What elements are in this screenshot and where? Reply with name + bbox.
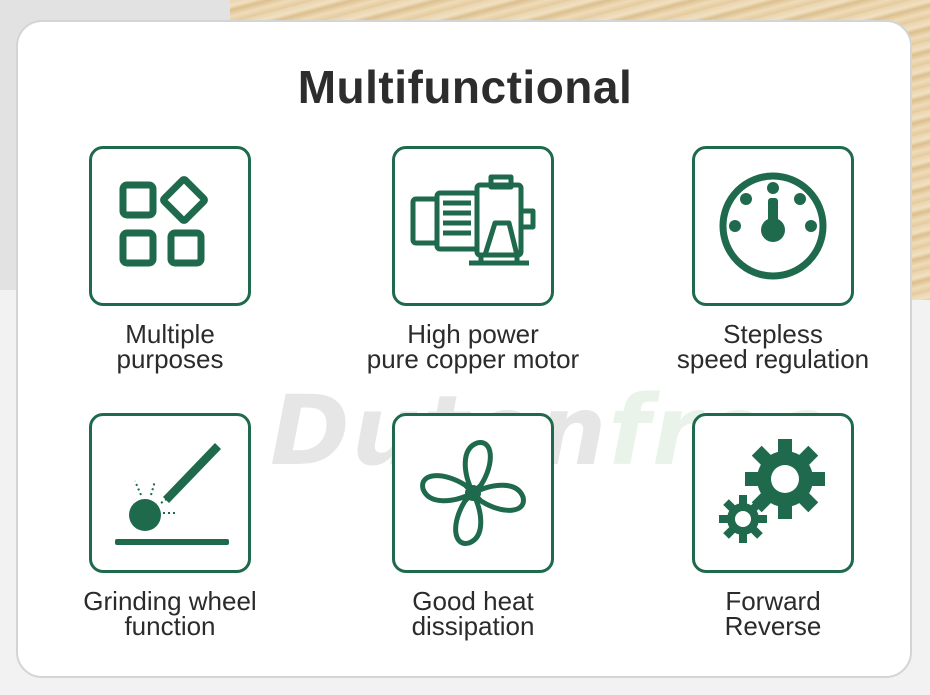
speedometer-icon: [719, 172, 827, 280]
feature-icon-box: [392, 146, 554, 306]
feature-high-power-motor: High power pure copper motor: [353, 146, 593, 372]
feature-label: Grinding wheel function: [83, 586, 257, 641]
feature-label: Stepless speed regulation: [676, 319, 870, 374]
gears-icon: [719, 439, 825, 543]
feature-label: High power pure copper motor: [366, 319, 580, 374]
feature-icon-box: [692, 413, 854, 573]
feature-forward-reverse: Forward Reverse: [653, 413, 893, 639]
fan-icon: [420, 440, 526, 546]
grinding-spark-icon: [115, 443, 229, 545]
feature-stepless-speed: Stepless speed regulation: [653, 146, 893, 372]
shapes-icon: [119, 176, 208, 267]
feature-multiple-purposes: Multiple purposes: [50, 146, 290, 372]
feature-label: Forward Reverse: [724, 586, 822, 641]
feature-label: Good heat dissipation: [411, 586, 535, 641]
feature-icon-box: [89, 146, 251, 306]
feature-label: Multiple purposes: [116, 319, 224, 374]
motor-icon: [410, 174, 536, 266]
feature-heat-dissipation: Good heat dissipation: [353, 413, 593, 639]
feature-icon-box: [89, 413, 251, 573]
feature-icon-box: [392, 413, 554, 573]
page-title: Multifunctional: [297, 61, 633, 113]
feature-icon-box: [692, 146, 854, 306]
feature-grinding-wheel: Grinding wheel function: [50, 413, 290, 639]
